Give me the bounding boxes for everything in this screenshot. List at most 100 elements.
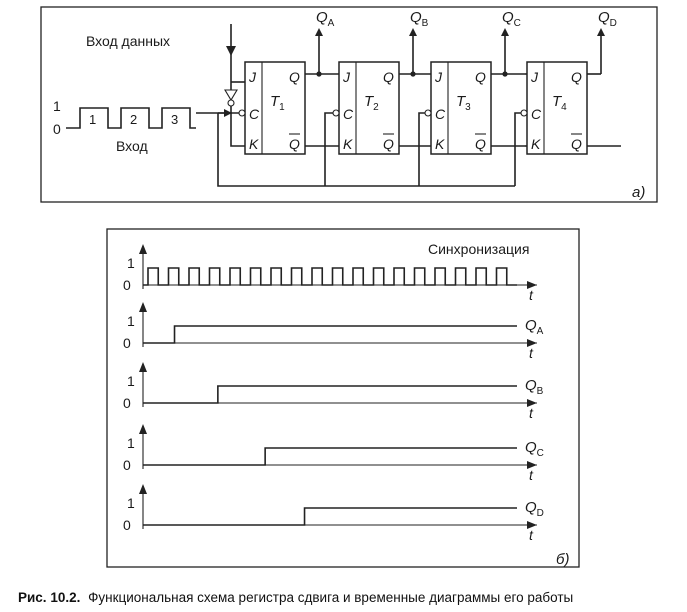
time-axis-arrow — [527, 399, 537, 407]
q-output-label: QD — [598, 9, 617, 29]
input-level-low: 0 — [53, 121, 61, 137]
k1-wire — [230, 106, 245, 147]
pulse-number-1: 1 — [89, 112, 96, 127]
y-axis-arrow — [139, 484, 147, 494]
clock-timing-trace: t 1 0 — [123, 244, 537, 303]
y-axis-arrow — [139, 424, 147, 434]
level-high-label: 1 — [127, 313, 135, 329]
clock-input-label: Вход — [116, 138, 148, 154]
clock-to-c4 — [514, 112, 522, 186]
level-low-label: 0 — [123, 335, 131, 351]
level-high-label: 1 — [127, 255, 135, 271]
trace-label: QA — [525, 317, 544, 337]
schematic-part-a: Вход данных 1 0 1 2 3 Вход — [40, 6, 658, 203]
level-high-label: 1 — [127, 373, 135, 389]
clock-to-c3 — [418, 112, 426, 186]
caption-text: Функциональная схема регистра сдвига и в… — [88, 590, 573, 605]
data-input-wiring — [224, 24, 245, 147]
pin-j-label: J — [248, 69, 257, 85]
pin-q-label: Q — [571, 69, 582, 85]
time-axis-arrow — [527, 281, 537, 289]
level-high-label: 1 — [127, 495, 135, 511]
pin-c-label: C — [343, 106, 354, 122]
pin-q-label: Q — [383, 69, 394, 85]
level-high-label: 1 — [127, 435, 135, 451]
pulse-number-2: 2 — [130, 112, 137, 127]
pin-q-label: Q — [289, 69, 300, 85]
pin-j-label: J — [530, 69, 539, 85]
pin-k-label: K — [531, 136, 541, 152]
time-axis-arrow — [527, 521, 537, 529]
clock-input-waveform: 1 0 1 2 3 Вход — [53, 98, 196, 154]
input-pulse-train — [66, 107, 196, 129]
q-waveform — [143, 507, 517, 526]
time-axis-label: t — [529, 405, 534, 421]
clock-bubble — [520, 109, 528, 117]
pin-c-label: C — [435, 106, 446, 122]
figure-caption: Рис. 10.2. Функциональная схема регистра… — [18, 590, 573, 605]
time-axis-label: t — [529, 527, 534, 543]
pin-j-label: J — [434, 69, 443, 85]
inverter-bubble — [227, 99, 235, 107]
clock-bubble — [424, 109, 432, 117]
q-waveform — [143, 325, 517, 344]
part-a-label: а) — [632, 184, 645, 201]
flipflop-body — [430, 61, 492, 155]
pin-qbar-label: Q — [475, 136, 486, 152]
q-tap-arrow — [501, 28, 509, 36]
time-axis-label: t — [529, 287, 534, 303]
level-low-label: 0 — [123, 517, 131, 533]
pin-j-label: J — [342, 69, 351, 85]
schematic-frame — [40, 6, 658, 203]
clock-bubble — [332, 109, 340, 117]
pin-c-label: C — [249, 106, 260, 122]
q-waveform — [143, 447, 517, 466]
clock-bus-line — [217, 113, 515, 187]
flipflop-body — [526, 61, 588, 155]
flipflop-body — [244, 61, 306, 155]
q-tap-arrow — [597, 28, 605, 36]
clock-waveform — [143, 267, 517, 286]
y-axis-arrow — [139, 362, 147, 372]
part-b-label: б) — [556, 551, 569, 568]
q-output-label: QB — [410, 9, 429, 29]
clock-bus — [196, 109, 522, 187]
level-low-label: 0 — [123, 395, 131, 411]
input-level-high: 1 — [53, 98, 61, 114]
time-axis-arrow — [527, 461, 537, 469]
flipflop-body — [338, 61, 400, 155]
timing-frame — [106, 228, 580, 568]
clock-trace-label: Синхронизация — [428, 241, 529, 257]
time-axis-arrow — [527, 339, 537, 347]
data-input-arrow — [226, 46, 236, 56]
pin-qbar-label: Q — [571, 136, 582, 152]
q-tap-arrow — [315, 28, 323, 36]
q-junction-dot — [316, 71, 322, 77]
pulse-number-3: 3 — [171, 112, 178, 127]
data-input-label: Вход данных — [86, 33, 170, 49]
flipflop-name: T3 — [456, 93, 471, 113]
y-axis-arrow — [139, 244, 147, 254]
time-axis-label: t — [529, 345, 534, 361]
pin-k-label: K — [343, 136, 353, 152]
level-low-label: 0 — [123, 457, 131, 473]
pin-c-label: C — [531, 106, 542, 122]
flipflop-name: T4 — [552, 93, 567, 113]
pin-qbar-label: Q — [289, 136, 300, 152]
pin-k-label: K — [435, 136, 445, 152]
q-output-label: QA — [316, 9, 335, 29]
time-axis-label: t — [529, 467, 534, 483]
level-low-label: 0 — [123, 277, 131, 293]
flipflop-name: T1 — [270, 93, 285, 113]
